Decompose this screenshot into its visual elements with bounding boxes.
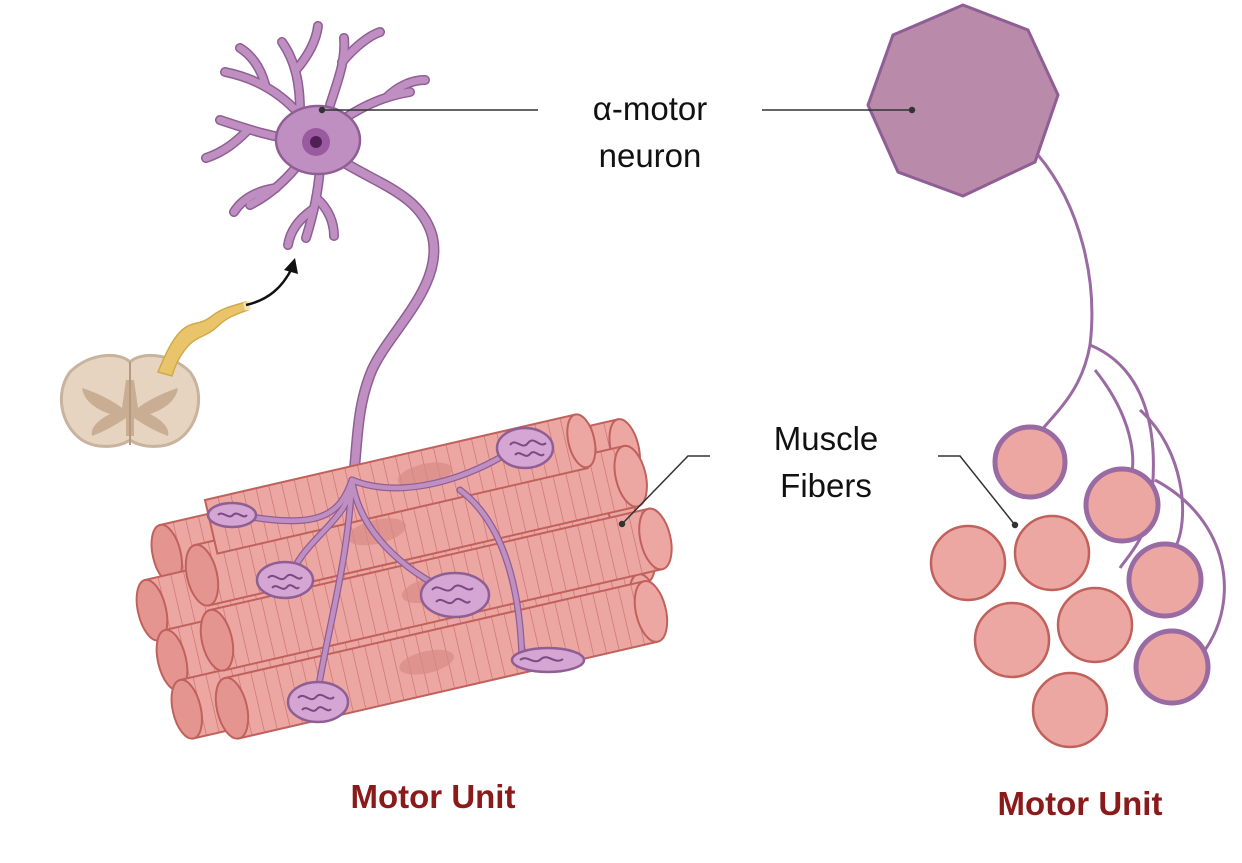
right-title: Motor Unit bbox=[998, 785, 1163, 822]
neuron-label-line1: α-motor bbox=[593, 90, 707, 127]
neuromuscular-junctions bbox=[206, 426, 586, 724]
neuron-label-line2: neuron bbox=[599, 137, 702, 174]
sensory-nerve-icon bbox=[156, 301, 251, 377]
signal-arrow-icon bbox=[245, 258, 298, 307]
motor-neuron-illustration bbox=[201, 21, 440, 496]
left-title: Motor Unit bbox=[351, 778, 516, 815]
muscle-fiber-cross-sections bbox=[929, 424, 1211, 749]
axon-schematic bbox=[1036, 154, 1226, 651]
fibers-label-line2: Fibers bbox=[780, 467, 872, 504]
neuron-soma bbox=[274, 104, 362, 176]
spinal-cord-icon bbox=[59, 353, 201, 448]
muscle-fiber-bundle bbox=[135, 413, 673, 740]
fibers-label-line1: Muscle bbox=[774, 420, 879, 457]
junction-folds bbox=[217, 439, 564, 712]
leader-lines bbox=[318, 106, 1019, 529]
neuron-soma-schematic bbox=[866, 3, 1060, 198]
